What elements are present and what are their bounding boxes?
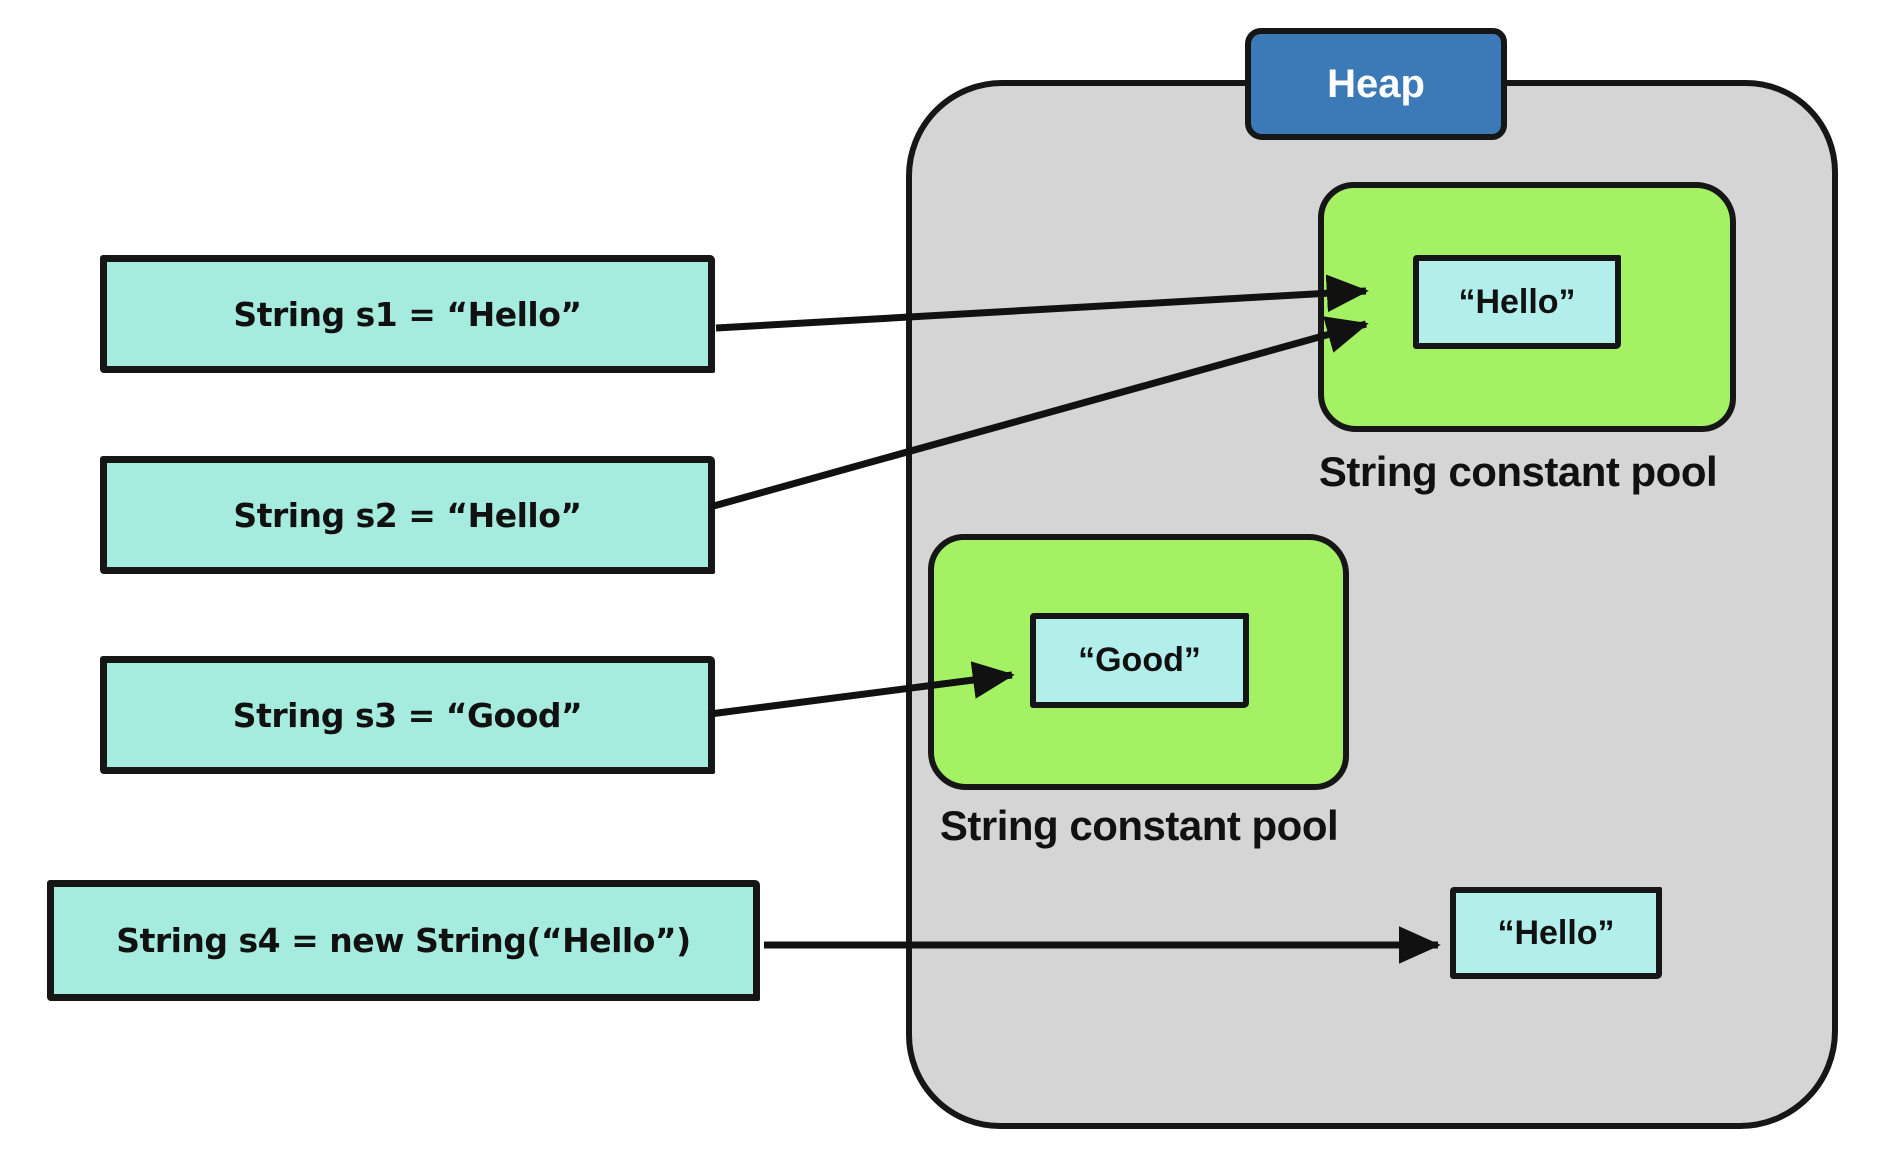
string-constant-pool-top-label: String constant pool [1318,448,1718,495]
variable-box-s4: String s4 = new String(“Hello”) [47,880,760,1001]
pool-good-object: “Good” [1030,613,1249,708]
pool-hello-object: “Hello” [1413,255,1621,349]
variable-box-s1: String s1 = “Hello” [100,255,715,373]
pool-hello-value: “Hello” [1458,282,1576,321]
variable-box-s3: String s3 = “Good” [100,656,715,774]
heap-hello-object: “Hello” [1450,887,1662,979]
heap-tab: Heap [1245,28,1507,140]
heap-hello-value: “Hello” [1497,913,1615,952]
variable-s2-label: String s2 = “Hello” [233,495,582,535]
variable-box-s2: String s2 = “Hello” [100,456,715,574]
variable-s4-label: String s4 = new String(“Hello”) [116,921,691,960]
heap-label: Heap [1327,61,1425,106]
string-constant-pool-middle-label: String constant pool [939,802,1339,849]
variable-s3-label: String s3 = “Good” [232,695,583,735]
pool-good-value: “Good” [1078,641,1201,679]
variable-s1-label: String s1 = “Hello” [233,294,582,334]
